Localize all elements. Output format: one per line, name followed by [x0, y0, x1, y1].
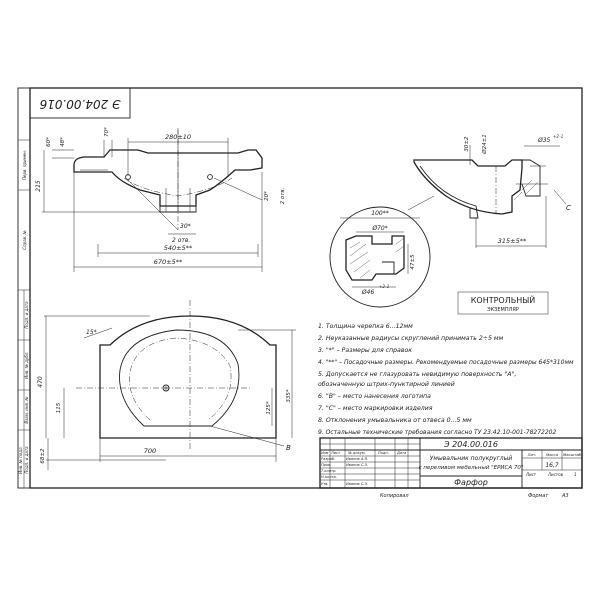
- note-5-cont: обозначенную штрих-пунктирной линией: [318, 380, 455, 388]
- strip-vzam: Взам. инв. №: [24, 396, 29, 423]
- dim-side-35-tol: +2 -1: [553, 134, 563, 139]
- dim-front-2otv-bottom: 2 отв.: [172, 237, 190, 244]
- dim-front-540: 540±5**: [164, 244, 193, 252]
- dim-plan-125: 125*: [266, 401, 272, 414]
- dim-side-315: 315±5**: [498, 237, 527, 245]
- dim-front-20: 20*: [264, 191, 270, 201]
- format-label: Формат: [528, 493, 549, 499]
- dim-plan-15: 15*: [86, 329, 97, 336]
- mass-label: Масса: [546, 452, 559, 457]
- note-7: 7. "С" – место маркировки изделия: [318, 405, 433, 412]
- note-3: 3. "*" – Размеры для справок: [318, 347, 412, 354]
- front-view: 280±10 70* 60* 48* 215 20* 2 отв. 30* 2 …: [35, 127, 286, 272]
- mass-value: 16,7: [545, 462, 559, 469]
- dim-front-48: 48*: [60, 137, 66, 147]
- detail-view: 100** Ø70* Ø46 +2 -1 47±5: [329, 206, 431, 308]
- notes-block: 1. Толщина черепка 6...12мм 2. Неуказанн…: [318, 323, 574, 436]
- sheets-label: Листов: [547, 472, 564, 477]
- note-8: 8. Отклонения умывальника от отвеса 0...…: [318, 417, 472, 424]
- dim-side-35: Ø35: [537, 137, 551, 144]
- drawing-number-top: Э 204.00.016: [39, 97, 121, 111]
- role-razrab: Разраб.: [321, 457, 335, 461]
- drawing-frame: [29, 87, 583, 489]
- dim-plan-68: 68±2: [40, 448, 46, 464]
- hdr-date: Дата: [396, 451, 406, 455]
- name-line-1: Умывальник полукруглый: [430, 455, 513, 462]
- control-stamp: КОНТРОЛЬНЫЙ ЭКЗЕМПЛЯР: [457, 291, 549, 315]
- note-5: 5. Допускается не глазуровать невидимую …: [318, 371, 516, 378]
- stamp-line-1: КОНТРОЛЬНЫЙ: [471, 294, 536, 305]
- note-9: 9. Остальные технические требования согл…: [318, 429, 556, 436]
- dim-front-2otv-right: 2 отв.: [280, 187, 286, 204]
- dim-plan-700: 700: [144, 447, 156, 455]
- dim-front-30: 30*: [180, 223, 191, 230]
- lit-label: Лит.: [527, 452, 537, 457]
- note-4: 4. "**" – Посадочные размеры. Рекомендуе…: [318, 359, 574, 366]
- role-tkontr: Т.контр.: [321, 469, 337, 473]
- strip-podp-2: Подп. и дата: [24, 446, 29, 474]
- hdr-izm: Изм: [321, 451, 329, 455]
- sheets-value: 1: [574, 472, 577, 477]
- name-prov: Иванов С.Э.: [346, 463, 368, 467]
- side-section: 30±2 Ø24±1 Ø35 +2 -1 C 315±5**: [407, 134, 571, 248]
- hdr-list: Лист: [330, 451, 341, 455]
- drawing-number-block: Э 204.00.016: [443, 440, 498, 449]
- dim-detail-70: Ø70*: [371, 225, 387, 232]
- scale-label: Масштаб: [563, 452, 582, 457]
- strip-podp-1: Подп. и дата: [24, 301, 29, 329]
- plan-view: 15* 470 115 335* 125* 68±2 700 В: [37, 300, 296, 470]
- dim-side-30: 30±2: [464, 136, 470, 152]
- dim-front-70: 70*: [104, 127, 110, 137]
- left-strip: Перв. примен. Справ. № Подп. и дата Инв.…: [18, 139, 30, 488]
- strip-sprav: Справ. №: [22, 230, 27, 249]
- strip-perv: Перв. примен.: [22, 150, 27, 180]
- sheet-label: Лист: [525, 472, 537, 477]
- role-utv: Утв.: [321, 482, 329, 486]
- label-plan-B: В: [286, 444, 291, 452]
- title-block: Э 204.00.016 Изм Лист № докум. Подп. Дат…: [319, 437, 583, 489]
- dim-plan-470: 470: [37, 376, 44, 388]
- hdr-doc: № докум.: [347, 451, 366, 455]
- role-nkontr: Н.контр.: [321, 475, 337, 479]
- dim-front-60: 60*: [46, 137, 52, 147]
- role-prov: Пров.: [321, 463, 331, 467]
- dim-detail-100: 100**: [371, 210, 388, 217]
- material: Фарфор: [454, 478, 488, 487]
- sheet-frame: [17, 87, 583, 489]
- strip-inv-podl: Инв. № подл.: [18, 446, 23, 474]
- note-6: 6. "В" – место нанесения логотипа: [318, 393, 431, 400]
- dim-plan-335: 335*: [286, 389, 292, 402]
- dim-detail-47: 47±5: [410, 254, 416, 270]
- copy-label: Копировал: [380, 493, 409, 499]
- dim-detail-46: Ø46: [361, 289, 375, 296]
- top-number-box: Э 204.00.016: [29, 87, 131, 119]
- format-value: А3: [561, 493, 569, 499]
- strip-inv-dubl: Инв. № дубл.: [24, 351, 29, 378]
- dim-side-24: Ø24±1: [481, 134, 488, 154]
- stamp-line-2: ЭКЗЕМПЛЯР: [487, 307, 519, 313]
- hdr-podp: Подп.: [378, 451, 389, 455]
- dim-front-215: 215: [35, 180, 42, 192]
- dim-front-670: 670±5**: [154, 258, 183, 266]
- note-1: 1. Толщина черепка 6...12мм: [318, 323, 413, 330]
- dim-plan-115: 115: [56, 402, 62, 413]
- dim-front-280: 280±10: [165, 133, 191, 141]
- label-side-C: C: [566, 204, 571, 212]
- dim-detail-46-tol: +2 -1: [379, 284, 389, 289]
- name-razrab: Иванов А.Я.: [346, 457, 368, 461]
- name-line-2: с переливом мебельный "ЕРИСА 70": [419, 465, 524, 471]
- name-utv: Иванов С.Э.: [346, 482, 368, 486]
- note-2: 2. Неуказанные радиусы скруглений приним…: [318, 335, 504, 342]
